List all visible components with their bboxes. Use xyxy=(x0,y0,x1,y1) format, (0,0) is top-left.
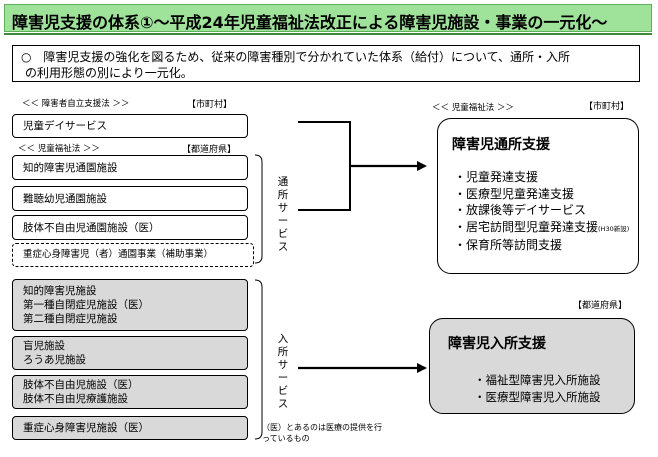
intro-line-1: ○ 障害児支援の強化を図るため、従来の障害種別で分かれていた体系（給付）について… xyxy=(21,49,631,65)
commute-item-medical-development: ・医療型児童発達支援 xyxy=(454,186,575,201)
residential-item-welfare: ・福祉型障害児入所施設 xyxy=(474,373,601,387)
box-child-day-service: 児童デイサービス xyxy=(12,114,248,138)
residential-support-list: ・福祉型障害児入所施設 ・医療型障害児入所施設 xyxy=(474,372,601,405)
intro-text-1: 障害児支援の強化を図るため、従来の障害種別で分かれていた体系（給付）について、通… xyxy=(43,50,570,64)
box-severe-commute-project-label: 重症心身障害児（者）通園事業（補助事業） xyxy=(23,249,214,260)
intro-line-2: の利用形態の別により一元化。 xyxy=(25,66,193,80)
box-severe-residential: 重症心身障害児施設（医） xyxy=(12,416,248,440)
jurisdiction-municipal-right: 【市町村】 xyxy=(584,102,630,112)
box-residential-support: 障害児入所支援 ・福祉型障害児入所施設 ・医療型障害児入所施設 xyxy=(429,318,635,414)
box-severe-residential-line1: 重症心身障害児施設（医） xyxy=(23,422,149,434)
box-severe-commute-project: 重症心身障害児（者）通園事業（補助事業） xyxy=(12,243,254,267)
box-blind-deaf-residential-line1: 盲児施設 xyxy=(23,340,65,352)
box-physical-residential: 肢体不自由児施設（医） 肢体不自由児療護施設 xyxy=(12,375,248,409)
label-residential-service: 入所サービス xyxy=(277,333,289,410)
box-hearing-commute-label: 難聴幼児通園施設 xyxy=(23,192,107,205)
jurisdiction-municipal-left: 【市町村】 xyxy=(187,100,233,110)
box-intellectual-commute-label: 知的障害児通園施設 xyxy=(23,161,118,174)
law-header-child-welfare-right: ＜＜ 児童福祉法 ＞＞ xyxy=(432,103,514,113)
law-header-support-act: ＜＜ 障害者自立支援法 ＞＞ xyxy=(22,99,130,109)
commute-item-nursery-visit: ・保育所等訪問支援 xyxy=(454,238,563,252)
box-child-day-service-label: 児童デイサービス xyxy=(23,120,107,132)
connector-commute xyxy=(298,121,351,211)
label-commute-service: 通所サービス xyxy=(277,176,289,253)
box-physical-commute: 肢体不自由児通園施設（医） xyxy=(12,215,248,240)
box-physical-residential-line2: 肢体不自由児療護施設 xyxy=(23,393,128,405)
commute-item-after-school: ・放課後等デイサービス xyxy=(454,203,587,217)
box-intellectual-residential-line2: 第一種自閉症児施設（医） xyxy=(23,299,149,311)
footnote-medical: （医）とあるのは医療の提供を行っているもの xyxy=(262,423,382,443)
box-commute-support: 障害児通所支援 ・児童発達支援 ・医療型児童発達支援 ・放課後等デイサービス ・… xyxy=(437,118,639,274)
jurisdiction-prefecture-left: 【都道府県】 xyxy=(182,145,237,155)
box-blind-deaf-residential-line2: ろうあ児施設 xyxy=(23,354,86,366)
box-intellectual-commute: 知的障害児通園施設 xyxy=(12,155,248,180)
box-blind-deaf-residential: 盲児施設 ろうあ児施設 xyxy=(12,336,248,370)
box-hearing-commute: 難聴幼児通園施設 xyxy=(12,186,248,211)
box-intellectual-residential-line3: 第二種自閉症児施設 xyxy=(23,313,118,325)
title-bar xyxy=(4,4,652,32)
residential-support-title: 障害児入所支援 xyxy=(448,336,546,352)
box-physical-residential-line1: 肢体不自由児施設（医） xyxy=(23,379,139,391)
commute-item-home-visit: ・居宅訪問型児童発達支援 xyxy=(454,219,599,234)
box-intellectual-residential-line1: 知的障害児施設 xyxy=(23,285,97,297)
brace-residential xyxy=(254,279,263,440)
law-header-child-welfare-left: ＜＜ 児童福祉法 ＞＞ xyxy=(18,144,100,154)
commute-item-home-visit-row: ・居宅訪問型児童発達支援(H30新設) xyxy=(454,219,629,238)
residential-item-medical: ・医療型障害児入所施設 xyxy=(474,389,601,404)
commute-item-new-badge: (H30新設) xyxy=(598,224,630,233)
jurisdiction-prefecture-right: 【都道府県】 xyxy=(573,301,628,311)
commute-support-title: 障害児通所支援 xyxy=(452,137,550,153)
intro-box: ○ 障害児支援の強化を図るため、従来の障害種別で分かれていた体系（給付）について… xyxy=(12,45,640,82)
title-underline xyxy=(4,33,652,35)
intro-marker: ○ xyxy=(21,50,32,64)
box-physical-commute-label: 肢体不自由児通園施設（医） xyxy=(23,221,160,234)
brace-commute xyxy=(254,154,263,264)
commute-item-development: ・児童発達支援 xyxy=(454,170,539,184)
commute-support-list: ・児童発達支援 ・医療型児童発達支援 ・放課後等デイサービス ・居宅訪問型児童発… xyxy=(454,169,629,254)
box-intellectual-residential: 知的障害児施設 第一種自閉症児施設（医） 第二種自閉症児施設 xyxy=(12,279,248,331)
page-title: 障害児支援の体系①～平成24年児童福祉法改正による障害児施設・事業の一元化～ xyxy=(12,13,608,32)
